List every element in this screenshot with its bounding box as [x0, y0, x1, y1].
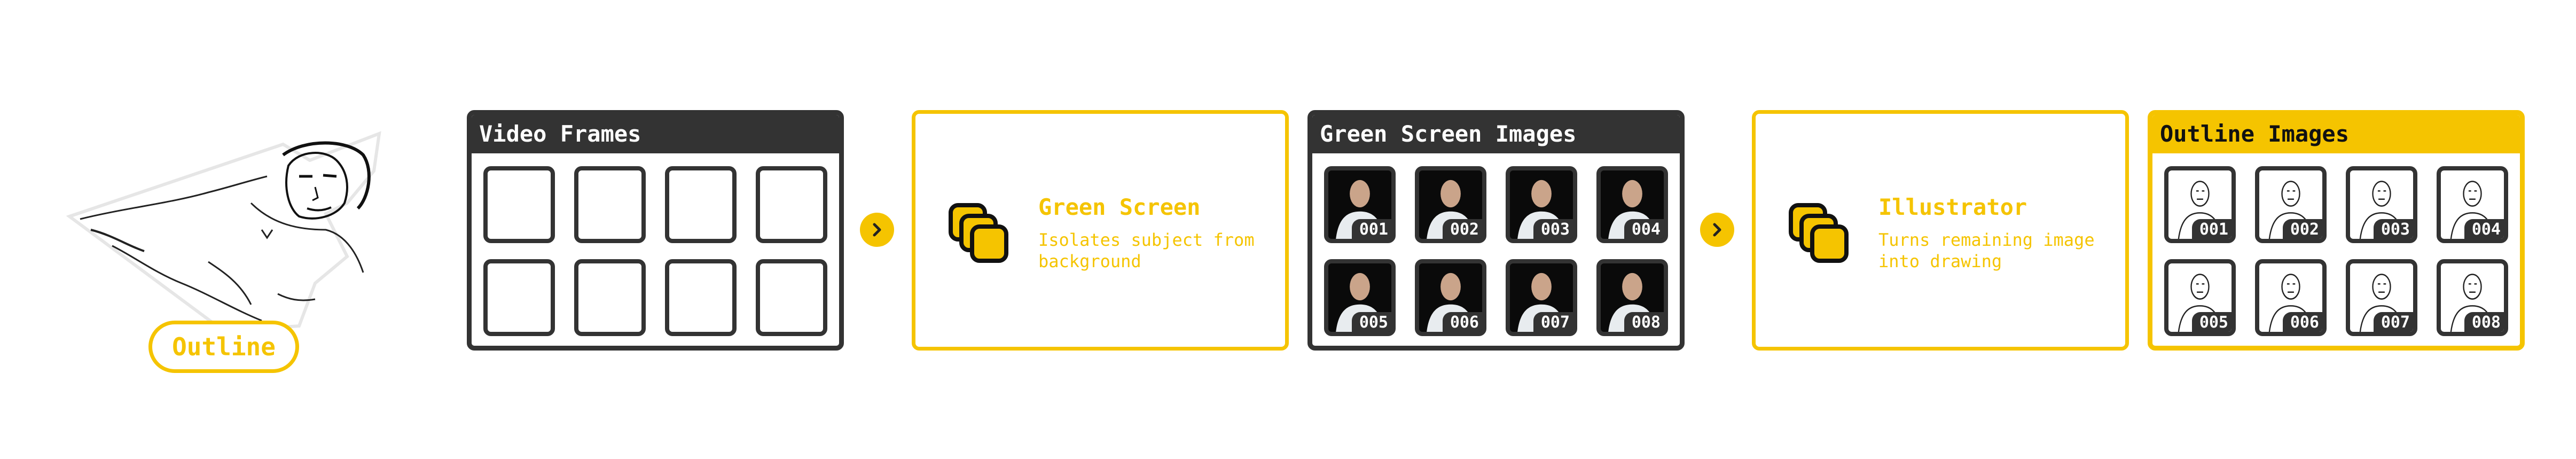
- image-number: 003: [1533, 219, 1573, 239]
- video-frame: [756, 166, 827, 243]
- image-number: 005: [1351, 312, 1391, 332]
- image-number: 007: [1533, 312, 1573, 332]
- video-frame: [665, 259, 737, 336]
- image-number: 003: [2373, 219, 2413, 239]
- illustrator-process-card: Illustrator Turns remaining image into d…: [1752, 110, 2129, 351]
- outline-image: 005: [2164, 259, 2236, 336]
- outline-images-grid: 001 002 003 004 005 006 007 008: [2164, 166, 2508, 336]
- image-number: 006: [1442, 312, 1482, 332]
- outline-image: 006: [2255, 259, 2327, 336]
- outline-images-title: Outline Images: [2152, 115, 2520, 153]
- image-number: 001: [1351, 219, 1391, 239]
- outline-badge: Outline: [148, 321, 299, 373]
- green-screen-images-title: Green Screen Images: [1312, 115, 1680, 153]
- video-frames-grid: [483, 166, 827, 336]
- green-screen-image: 006: [1415, 259, 1486, 336]
- layers-icon: [948, 202, 1017, 271]
- illustrator-description: Turns remaining image into drawing: [1878, 230, 2095, 271]
- green-screen-image: 008: [1596, 259, 1668, 336]
- video-frames-title: Video Frames: [472, 115, 839, 153]
- video-frame: [574, 166, 646, 243]
- green-screen-images-panel: Green Screen Images 001 002 003 004 005 …: [1307, 110, 1685, 351]
- image-number: 007: [2373, 312, 2413, 332]
- image-number: 001: [2191, 219, 2232, 239]
- green-screen-images-grid: 001 002 003 004 005 006 007 008: [1324, 166, 1668, 336]
- video-frame: [483, 166, 555, 243]
- outline-image: 008: [2437, 259, 2508, 336]
- layers-icon: [1788, 202, 1857, 271]
- green-screen-description: Isolates subject from background: [1038, 230, 1255, 271]
- chevron-right-icon: [860, 213, 894, 247]
- image-number: 004: [1624, 219, 1664, 239]
- image-number: 008: [2464, 312, 2504, 332]
- green-screen-image: 004: [1596, 166, 1668, 243]
- video-frame: [756, 259, 827, 336]
- outline-image: 007: [2346, 259, 2417, 336]
- green-screen-image: 002: [1415, 166, 1486, 243]
- video-frame: [574, 259, 646, 336]
- outline-images-panel: Outline Images 001 002 003 004 005 006 0…: [2148, 110, 2525, 351]
- green-screen-image: 005: [1324, 259, 1396, 336]
- outline-image: 004: [2437, 166, 2508, 243]
- image-number: 005: [2191, 312, 2232, 332]
- illustrator-title: Illustrator: [1878, 194, 2027, 220]
- green-screen-title: Green Screen: [1038, 194, 1201, 220]
- video-frame: [665, 166, 737, 243]
- green-screen-image: 003: [1506, 166, 1577, 243]
- image-number: 004: [2464, 219, 2504, 239]
- video-frame: [483, 259, 555, 336]
- chevron-right-icon: [1700, 213, 1734, 247]
- outline-image: 001: [2164, 166, 2236, 243]
- green-screen-process-card: Green Screen Isolates subject from backg…: [912, 110, 1289, 351]
- image-number: 006: [2282, 312, 2322, 332]
- image-number: 008: [1624, 312, 1664, 332]
- image-number: 002: [1442, 219, 1482, 239]
- outline-sketch-illustration: [48, 123, 390, 337]
- image-number: 002: [2282, 219, 2322, 239]
- video-frames-panel: Video Frames: [467, 110, 844, 351]
- outline-image: 003: [2346, 166, 2417, 243]
- outline-image: 002: [2255, 166, 2327, 243]
- green-screen-image: 007: [1506, 259, 1577, 336]
- green-screen-image: 001: [1324, 166, 1396, 243]
